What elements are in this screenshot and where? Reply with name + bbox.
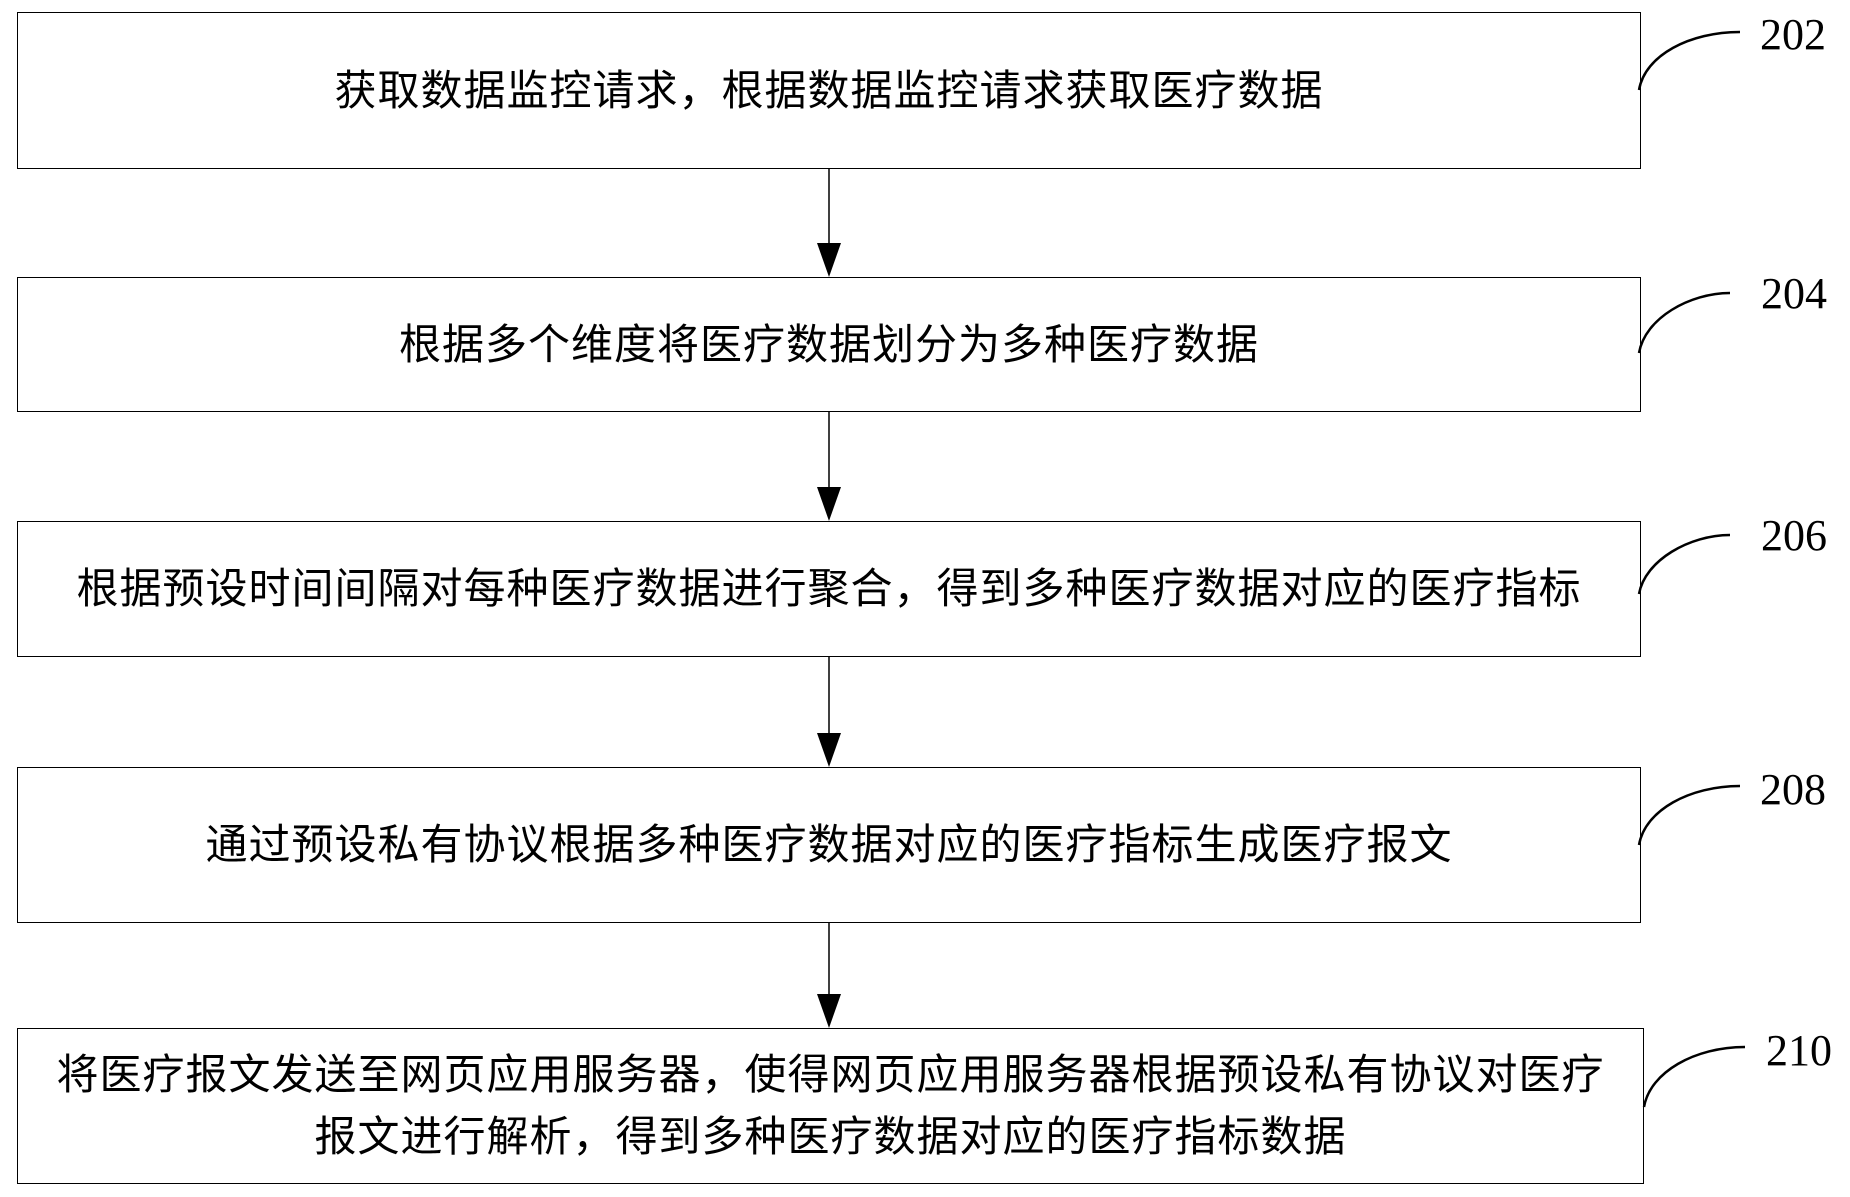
ref-label-202: 202 [1760, 10, 1826, 59]
step-204-box: 根据多个维度将医疗数据划分为多种医疗数据 [17, 277, 1641, 412]
leader-line-210 [1642, 1045, 1746, 1108]
leader-line-202 [1637, 30, 1741, 91]
step-202-text: 获取数据监控请求，根据数据监控请求获取医疗数据 [334, 65, 1324, 115]
ref-label-208: 208 [1760, 765, 1826, 814]
leader-line-208 [1637, 784, 1741, 846]
step-202-box: 获取数据监控请求，根据数据监控请求获取医疗数据 [17, 12, 1641, 169]
step-206-text: 根据预设时间间隔对每种医疗数据进行聚合，得到多种医疗数据对应的医疗指标 [76, 564, 1582, 613]
ref-label-204: 204 [1761, 269, 1827, 318]
ref-label-210: 210 [1766, 1026, 1832, 1075]
leader-line-206 [1637, 533, 1731, 595]
step-208-text: 通过预设私有协议根据多种医疗数据对应的医疗指标生成医疗报文 [205, 820, 1453, 869]
step-206-box: 根据预设时间间隔对每种医疗数据进行聚合，得到多种医疗数据对应的医疗指标 [17, 521, 1641, 657]
step-208-box: 通过预设私有协议根据多种医疗数据对应的医疗指标生成医疗报文 [17, 767, 1641, 923]
step-210-box: 将医疗报文发送至网页应用服务器，使得网页应用服务器根据预设私有协议对医疗报文进行… [17, 1028, 1644, 1184]
arrow-208-210 [817, 923, 841, 1028]
step-204-text: 根据多个维度将医疗数据划分为多种医疗数据 [398, 319, 1259, 369]
step-210-text: 将医疗报文发送至网页应用服务器，使得网页应用服务器根据预设私有协议对医疗报文进行… [56, 1050, 1605, 1161]
leader-line-204 [1637, 291, 1731, 354]
arrow-206-208 [817, 657, 841, 767]
ref-label-206: 206 [1761, 511, 1827, 560]
arrow-204-206 [817, 412, 841, 521]
arrow-202-204 [817, 169, 841, 277]
